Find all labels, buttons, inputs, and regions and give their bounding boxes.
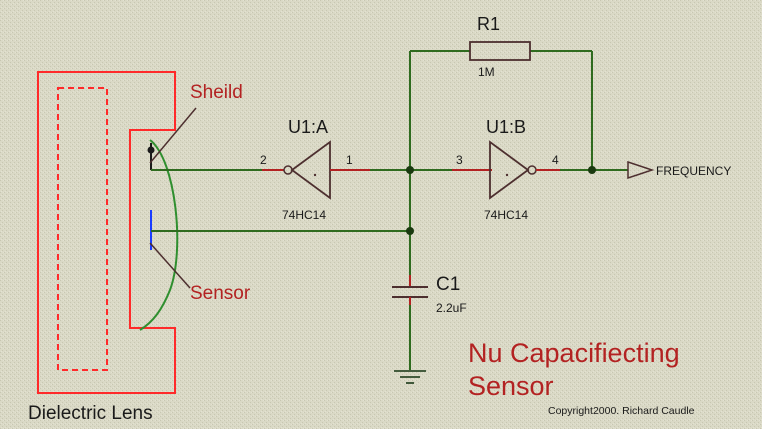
junction-top (406, 166, 414, 174)
u1a-label: U1:A (288, 117, 328, 137)
shield-leader (149, 107, 197, 164)
sensor-label: Sensor (190, 283, 251, 304)
u1b-label: U1:B (486, 117, 526, 137)
junction-output (588, 166, 596, 174)
field-curve (139, 139, 179, 331)
pin-2-label: 2 (260, 153, 267, 167)
u1a-part-label: 74HC14 (282, 208, 326, 222)
r1-label: R1 (477, 14, 500, 34)
junction-sensor (406, 227, 414, 235)
shield-electrode (147, 143, 155, 170)
lens-outer-outline (37, 71, 176, 394)
ground-symbol (394, 370, 426, 384)
u1a-glyph-dot (313, 173, 317, 177)
c1-value-label: 2.2uF (436, 301, 467, 315)
wires (151, 50, 628, 370)
dielectric-lens-label: Dielectric Lens (28, 403, 153, 424)
capacitor-c1 (392, 275, 428, 305)
u1b-glyph-dot (505, 173, 509, 177)
inverter-u1a (262, 140, 370, 200)
r1-value-label: 1M (478, 65, 495, 79)
inverter-u1b (452, 140, 560, 200)
lens-inner-dashed-outline (57, 87, 108, 371)
sensor-leader (149, 242, 191, 289)
u1b-part-label: 74HC14 (484, 208, 528, 222)
copyright-text: Copyright2000. Richard Caudle (548, 405, 695, 417)
dielectric-lens (37, 71, 176, 394)
title-line-2: Sensor (468, 371, 554, 401)
pin-3-label: 3 (456, 153, 463, 167)
pin-1-label: 1 (346, 153, 353, 167)
resistor-r1 (469, 41, 531, 61)
u1b-triangle (489, 140, 530, 200)
c1-label: C1 (436, 274, 460, 295)
title-line-1: Nu Capacifiecting (468, 338, 680, 368)
frequency-label: FREQUENCY (656, 164, 731, 178)
junctions (406, 166, 596, 235)
shield-label: Sheild (190, 82, 243, 103)
output-port-arrow (627, 160, 655, 180)
pin-4-label: 4 (552, 153, 559, 167)
